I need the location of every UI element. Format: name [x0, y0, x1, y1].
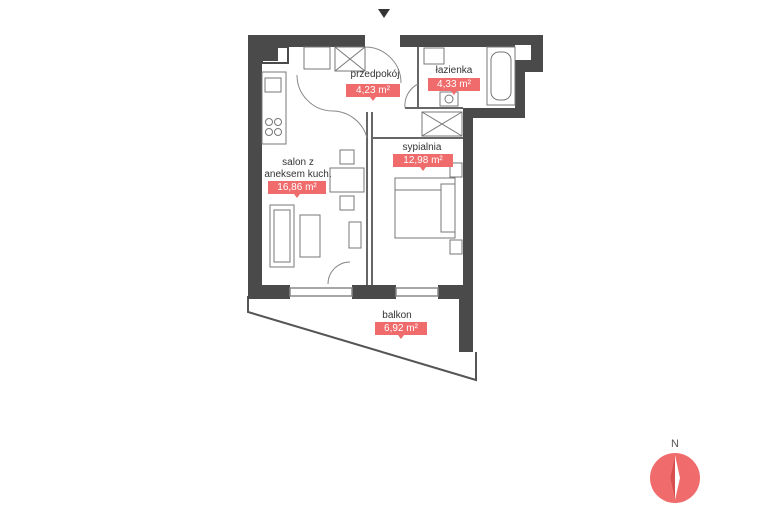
area-badge-lazienka: 4,33 m² — [428, 78, 480, 95]
doors — [296, 46, 419, 285]
area-badge-sypialnia: 12,98 m² — [393, 154, 453, 171]
north-arrow-icon — [650, 453, 700, 503]
area-badge-balkon: 6,92 m² — [375, 322, 427, 339]
room-name-salon-line2: aneksem kuch. — [264, 169, 332, 180]
room-name-lazienka: łazienka — [435, 65, 473, 76]
room-name-balkon: balkon — [382, 310, 412, 321]
room-name-salon-line1: salon z — [282, 157, 314, 168]
sofa — [269, 204, 362, 268]
wardrobe — [303, 46, 463, 137]
room-name-sypialnia: sypialnia — [402, 142, 442, 153]
bathroom-fixtures — [423, 46, 516, 107]
compass-north-label: N — [671, 438, 679, 450]
windows — [289, 287, 439, 297]
balcony-railing — [247, 296, 477, 382]
area-badge-salon: 16,86 m² — [268, 181, 326, 198]
area-badge-przedpokoj: 4,23 m² — [346, 84, 400, 101]
room-name-przedpokoj: przedpokój — [350, 69, 400, 80]
partitions — [366, 47, 463, 285]
walls — [248, 35, 543, 352]
dining-table — [329, 149, 365, 211]
kitchen-counter — [261, 71, 287, 145]
wall-corners — [261, 46, 289, 64]
entrance-arrow-icon — [378, 9, 390, 18]
bed — [394, 162, 463, 255]
